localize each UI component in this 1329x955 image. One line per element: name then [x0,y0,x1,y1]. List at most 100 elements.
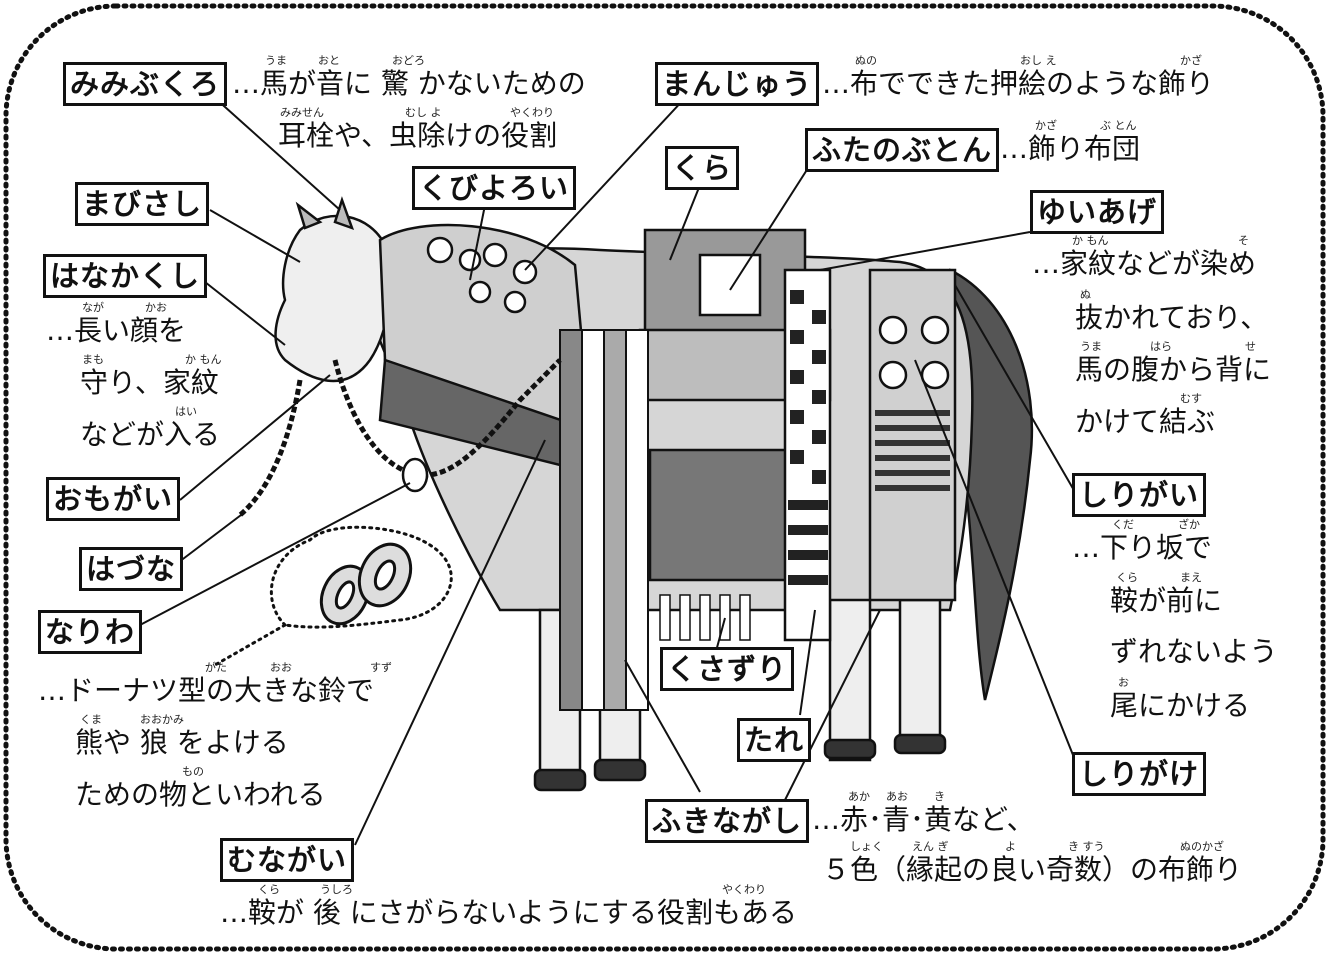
ruby: せ [1245,340,1256,353]
ruby: なが [82,301,104,314]
desc-manju: …布でできた押絵のような飾り [822,67,1215,100]
desc-shirigai-line2: 鞍が前に [1110,584,1223,617]
label-kubiyoroi: くびよろい [412,166,577,210]
label-yuiage: ゆいあげ [1030,190,1165,234]
ruby: くま [80,713,102,726]
ruby: そ [1238,234,1249,247]
ruby: やくわり [722,883,766,896]
desc-nariwa-line2: 熊や 狼 をよける [75,726,289,759]
nariwa-bell-icon [319,542,413,626]
ruby: かざ [1180,54,1202,67]
horse-ear-left [295,201,323,230]
label-manju: まんじゅう [655,62,820,106]
ruby: かざ [1035,119,1057,132]
ruby: はい [175,405,197,418]
desc-mimibukuro-line1: …馬が音に 驚 かないための [232,67,586,100]
horse-hoof [593,758,647,782]
desc-fukinagashi-line2: ５色（縁起の良い奇数）の布飾り [822,853,1243,886]
nariwa-callout-bubble [269,525,453,629]
ruby: まえ [1180,571,1202,584]
ruby: お [1118,676,1129,689]
horse-leg-back-right [898,598,942,752]
ruby: みみせん [280,106,324,119]
ruby: おどろ [392,54,425,67]
label-mimibukuro: みみぶくろ [63,62,228,106]
ruby: くだ [1112,518,1134,531]
ruby: ざか [1178,518,1200,531]
ruby: ぬ [1080,288,1091,301]
ruby: すず [370,661,392,674]
label-fukinagashi: ふきながし [645,799,810,843]
ruby: くら [1116,571,1138,584]
label-shirigake: しりがけ [1072,752,1207,796]
ruby: おと [318,54,340,67]
ruby: き [934,790,945,803]
label-munagai: むながい [220,838,355,882]
ruby: おお [270,661,292,674]
desc-hanakakushi-line3: などが入る [80,418,221,451]
fukinagashi-streamers [559,329,649,711]
desc-shirigai-line4: 尾にかける [1110,689,1251,722]
leader-lines [139,97,1076,846]
ruby: くら [258,883,280,896]
desc-mimibukuro-line2: 耳栓や、虫除けの役割 [278,119,558,152]
ruby: か もん [185,353,222,366]
desc-fukinagashi-line1: …赤･青･黄など、 [812,803,1035,836]
label-shirigai: しりがい [1072,473,1207,517]
desc-nariwa-line3: ための物といわれる [75,778,326,811]
desc-yuiage-line1: …家紋などが染め [1032,247,1257,280]
ruby: やくわり [510,106,554,119]
ruby: ぬのかざ [1180,840,1224,853]
desc-yuiage-line4: かけて結ぶ [1075,405,1216,438]
hazuna-rope [332,358,562,478]
ruby: はら [1150,340,1172,353]
ruby: まも [82,353,104,366]
horse-leg-back-left [828,598,872,762]
label-hazuna: はづな [79,547,184,591]
nariwa-ring-on-horse [401,457,429,493]
ruby: むす [1180,392,1202,405]
ruby: しょく [850,840,883,853]
ruby: あか [848,790,870,803]
desc-futanobuton: …飾り布団 [1000,132,1141,165]
horse-ear-right [333,196,355,231]
ruby: むし よ [405,106,442,119]
label-kura: くら [665,146,740,190]
horse-head [274,214,392,383]
desc-yuiage-line3: 馬の腹から背に [1075,353,1272,386]
desc-shirigai-line3: ずれないよう [1110,635,1278,668]
ruby: うま [1080,340,1102,353]
ruby: かお [145,301,167,314]
desc-munagai: …鞍が 後 にさがらないようにする役割もある [220,896,797,929]
desc-hanakakushi-line2: 守り、家紋 [80,366,219,399]
ruby: あお [886,790,908,803]
ruby: か もん [1072,234,1109,247]
ruby: うしろ [320,883,353,896]
desc-shirigai-line1: …下り坂で [1072,531,1213,564]
saddle-seat [698,253,762,317]
ruby: おし え [1020,54,1057,67]
label-tare: たれ [737,718,812,762]
horse-illustration [238,196,1034,792]
ruby: おおかみ [140,713,184,726]
desc-hanakakushi-line1: …長い顔を [46,314,187,347]
label-nariwa: なりわ [38,610,143,654]
ruby: がた [205,661,227,674]
desc-yuiage-line2: 抜かれており、 [1075,301,1269,334]
label-omogai: おもがい [46,477,181,521]
horse-hoof [823,738,877,760]
ruby: うま [265,54,287,67]
horse-hoof [893,733,947,755]
ruby: き すう [1068,840,1105,853]
ruby: ぬの [855,54,877,67]
desc-nariwa-line1: …ドーナツ型の大きな鈴で [38,674,375,707]
ruby: もの [182,765,204,778]
ruby: よ [1005,840,1016,853]
horse-hoof [533,768,587,792]
label-futanobuton: ふたのぶとん [805,128,1000,172]
label-mabisashi: まびさし [75,182,210,226]
ruby: えん ぎ [912,840,949,853]
ruby: ぶ とん [1100,119,1137,132]
label-hanakakushi: はなかくし [43,254,208,298]
